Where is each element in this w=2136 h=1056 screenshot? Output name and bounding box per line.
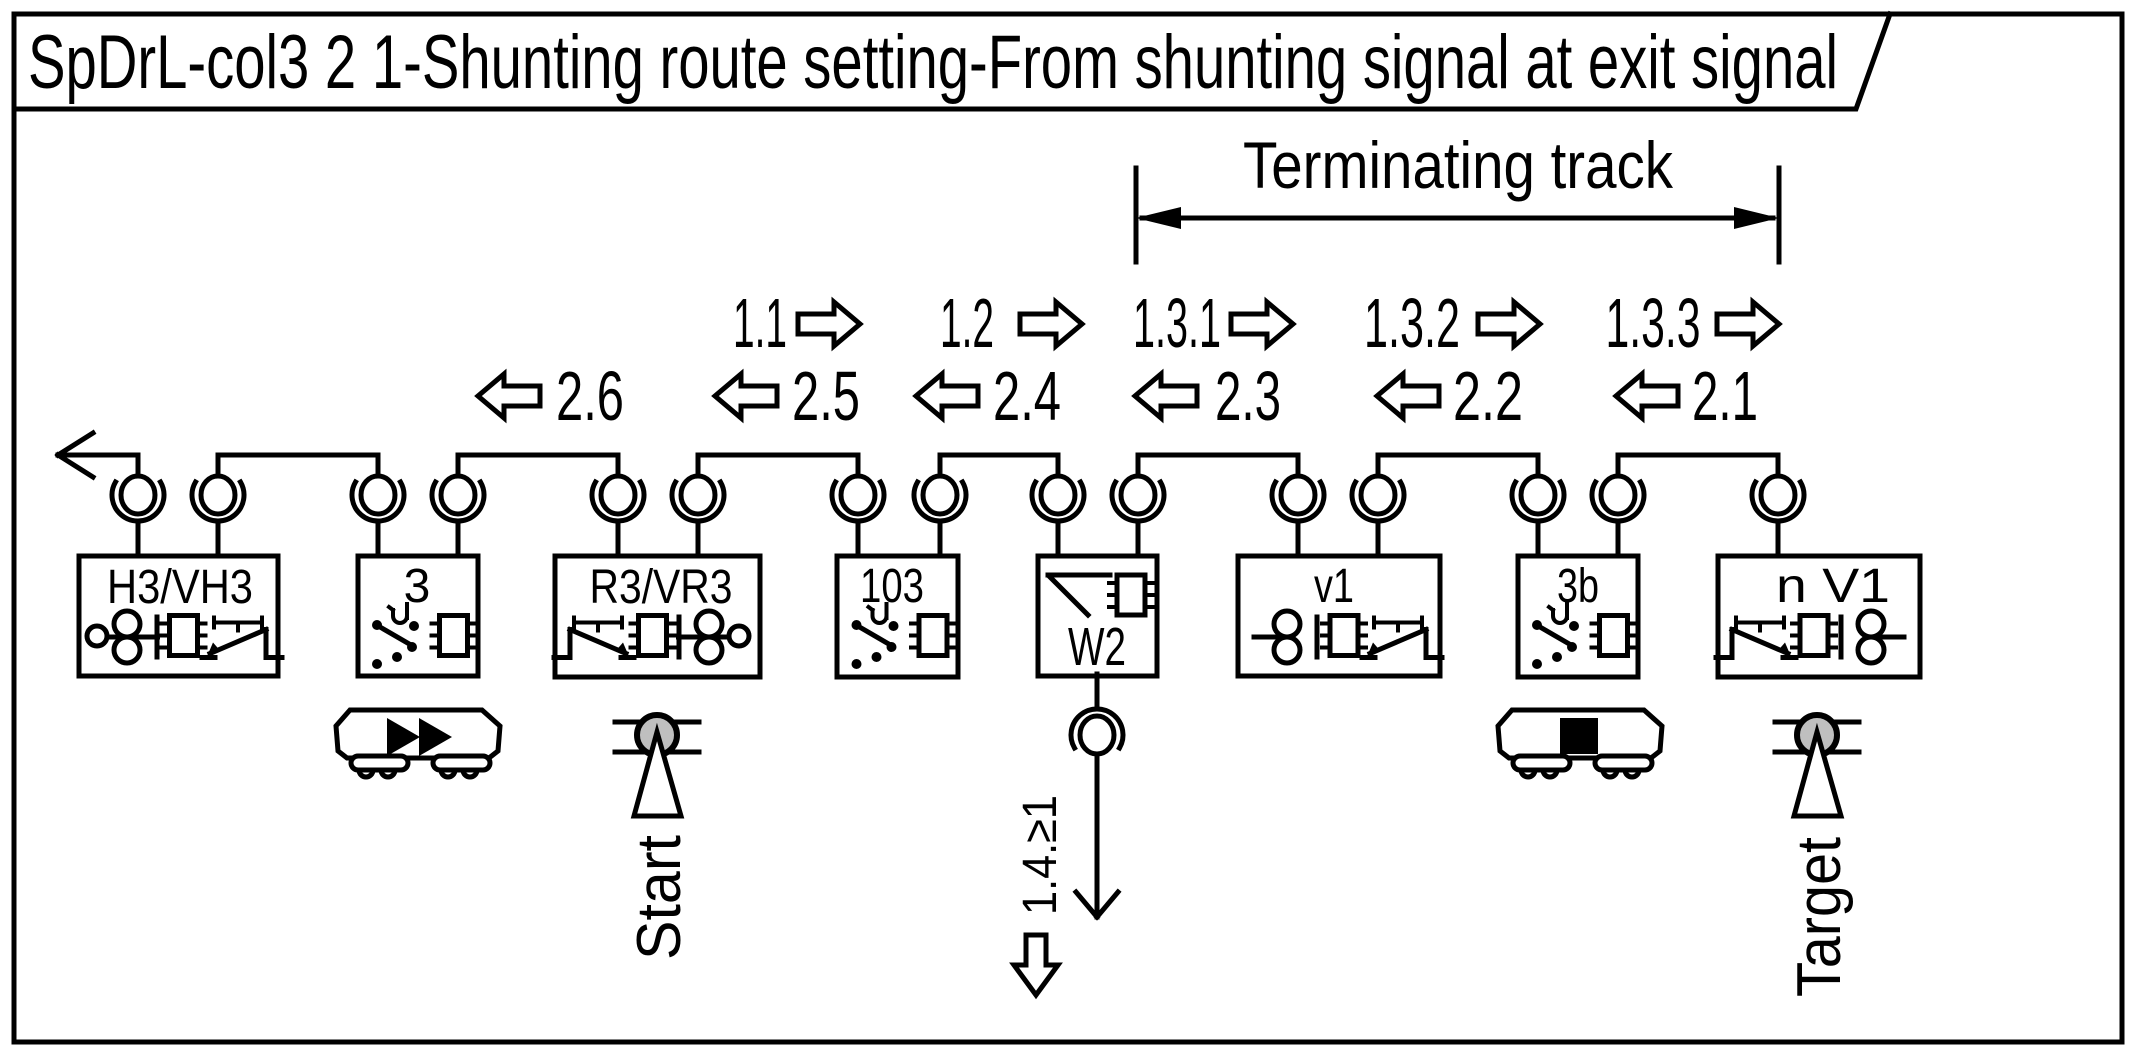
left-arrow-icon	[478, 374, 540, 418]
right-arrow-icon	[798, 302, 860, 346]
terminal-connector-icon	[1592, 455, 1644, 556]
route-step-label: 1.3.2	[1364, 284, 1460, 362]
module-label: v1	[1314, 560, 1354, 613]
signal-relay-symbols-icon	[1251, 611, 1442, 663]
start-label: Start	[625, 835, 694, 960]
route-steps-reverse: 2.6 2.5 2.4 2.3 2.2 2.1	[478, 357, 1758, 435]
title-block-outline	[11, 10, 1894, 112]
route-steps-forward: 1.1 1.2 1.3.1 1.3.2 1.3.3	[733, 284, 1779, 362]
terminal-connector-icon	[192, 455, 244, 556]
route-step-label: 1.2	[940, 284, 994, 362]
dimension-line	[1133, 165, 1782, 265]
route-step-forward-1: 1.1	[733, 284, 860, 362]
terminal-connector-icon	[1071, 674, 1123, 775]
route-step-reverse-5: 2.5	[715, 357, 860, 435]
route-step-label: 1.3.1	[1133, 284, 1221, 362]
module-label: H3/VH3	[107, 561, 253, 614]
down-arrow-icon	[1014, 935, 1058, 995]
route-step-reverse-1: 2.1	[1616, 357, 1758, 435]
module-3: 3	[355, 553, 481, 679]
route-step-reverse-2: 2.2	[1377, 357, 1523, 435]
sheet-title: SpDrL-col3 2 1-Shunting route setting-Fr…	[28, 20, 1838, 105]
terminating-track-dimension: Terminating track	[1133, 128, 1782, 265]
terminal-connector-icon	[672, 455, 724, 556]
route-step-reverse-6: 2.6	[478, 357, 624, 435]
dimension-arrowhead-right-icon	[1734, 207, 1779, 229]
right-arrow-icon	[1478, 302, 1540, 346]
route-step-label: 2.5	[792, 357, 860, 435]
route-step-forward-3: 1.3.1	[1133, 284, 1293, 362]
wagon-arrow-icon	[387, 718, 420, 756]
right-arrow-icon	[1231, 302, 1293, 346]
module-h3-vh3: H3/VH3	[76, 553, 282, 679]
left-arrow-icon	[715, 374, 777, 418]
wiring-bus	[54, 429, 1804, 556]
route-step-label: 2.2	[1453, 357, 1523, 435]
right-arrow-icon	[1717, 302, 1779, 346]
left-arrow-icon	[1377, 374, 1439, 418]
sheet-border	[11, 11, 2125, 1045]
module-label: W2	[1068, 617, 1126, 677]
terminal-connector-icon	[1352, 455, 1404, 556]
terminal-connector-icon	[112, 455, 164, 556]
terminal-connector-icon	[1752, 455, 1804, 556]
route-step-label: 2.3	[1215, 357, 1281, 435]
terminal-connector-icon	[914, 455, 966, 556]
route-step-reverse-3: 2.3	[1135, 357, 1281, 435]
start-signal: Start	[615, 715, 699, 960]
signal-relay-symbols-icon	[84, 611, 282, 663]
module-w2: W2	[1035, 553, 1160, 679]
branch-step-label: 1.4.≥1	[1014, 795, 1067, 915]
route-step-label: 2.6	[556, 357, 624, 435]
title-block: SpDrL-col3 2 1-Shunting route setting-Fr…	[11, 10, 1894, 112]
route-step-label: 2.1	[1692, 357, 1758, 435]
target-signal: Target	[1775, 715, 1859, 997]
terminating-track-label: Terminating track	[1243, 128, 1674, 202]
module-r3-vr3: R3/VR3	[554, 553, 763, 680]
shunt-signal-icon	[615, 715, 699, 816]
branch-line-arrow	[1072, 750, 1122, 921]
signal-relay-symbols-icon	[1716, 611, 1907, 663]
terminal-connector-icon	[1512, 455, 1564, 556]
module-label: 3b	[1557, 560, 1599, 613]
dimension-arrowhead-left-icon	[1136, 207, 1181, 229]
relay-chip-icon	[1109, 575, 1153, 615]
shunt-signal-icon	[1775, 715, 1859, 816]
route-step-label: 2.4	[993, 357, 1061, 435]
signal-relay-symbols-icon	[554, 611, 752, 663]
module-103: 103	[834, 553, 961, 680]
module-label: 103	[860, 560, 924, 613]
left-arrow-icon	[1616, 374, 1678, 418]
terminal-connector-icon	[832, 455, 884, 556]
module-nv1: n V1	[1716, 553, 1923, 680]
terminal-connector-icon	[1032, 455, 1084, 556]
wagon-arrow-icon	[419, 718, 452, 756]
terminal-connector-icon	[432, 455, 484, 556]
route-step-forward-5: 1.3.3	[1606, 284, 1780, 362]
w2-branch: 1.4.≥1	[1014, 674, 1123, 995]
route-step-forward-4: 1.3.2	[1364, 284, 1540, 362]
left-arrow-icon	[916, 374, 978, 418]
module-label: n V1	[1776, 560, 1890, 613]
terminal-connector-icon	[1112, 455, 1164, 556]
track-continuation-arrow-icon	[54, 429, 141, 481]
target-label: Target	[1785, 837, 1854, 997]
route-step-label: 1.3.3	[1606, 284, 1701, 362]
occupied-square-icon	[1560, 718, 1598, 754]
route-step-reverse-4: 2.4	[916, 357, 1061, 435]
wagon-forward-icon	[336, 710, 500, 777]
terminal-connector-icon	[592, 455, 644, 556]
switch-blade-icon	[1045, 572, 1113, 619]
right-arrow-icon	[1020, 302, 1082, 346]
route-step-forward-2: 1.2	[940, 284, 1082, 362]
route-step-label: 1.1	[733, 284, 787, 362]
module-3b: 3b	[1515, 553, 1641, 680]
wagon-occupied-icon	[1498, 710, 1662, 777]
module-label: R3/VR3	[590, 561, 733, 614]
module-v1: v1	[1235, 553, 1442, 679]
left-arrow-icon	[1135, 374, 1197, 418]
terminal-connector-icon	[1272, 455, 1324, 556]
terminal-connector-icon	[352, 455, 404, 556]
